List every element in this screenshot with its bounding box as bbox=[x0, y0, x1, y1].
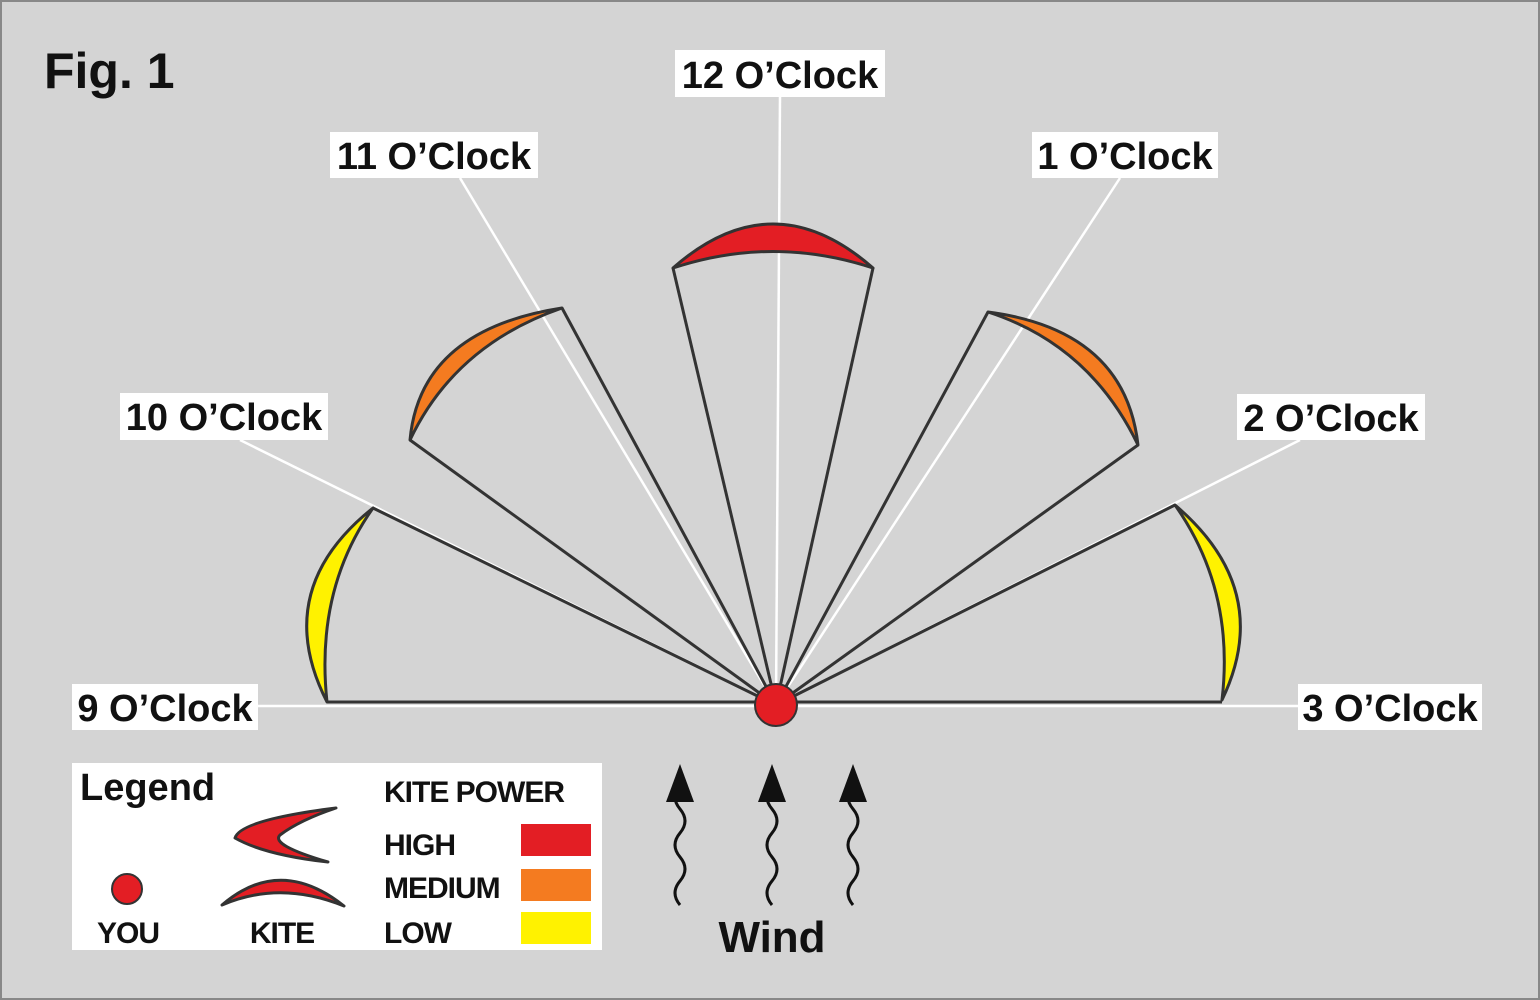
kite-1-oclock bbox=[986, 310, 1140, 447]
legend-power-title: KITE POWER bbox=[384, 776, 565, 809]
svg-text:3 O’Clock: 3 O’Clock bbox=[1302, 688, 1478, 730]
svg-text:1 O’Clock: 1 O’Clock bbox=[1037, 136, 1213, 178]
wind-arrow-icon bbox=[846, 775, 860, 906]
label-11-oclock: 11 O’Clock bbox=[330, 132, 538, 178]
legend-kite-front-icon bbox=[220, 878, 346, 908]
legend-you-icon bbox=[111, 873, 143, 905]
legend: Legend YOU KITE KITE POWER HIGH MEDIUM L… bbox=[72, 763, 602, 950]
kite-12-oclock bbox=[671, 222, 875, 270]
wind-label: Wind bbox=[718, 913, 825, 962]
legend-low-label: LOW bbox=[384, 917, 453, 950]
legend-low-swatch bbox=[521, 912, 591, 944]
legend-title: Legend bbox=[80, 767, 215, 809]
kite-lines bbox=[327, 267, 1222, 707]
legend-you-label: YOU bbox=[97, 917, 159, 950]
legend-high-swatch bbox=[521, 824, 591, 856]
kite-9-oclock bbox=[305, 506, 375, 704]
legend-medium-swatch bbox=[521, 869, 591, 901]
svg-text:12 O’Clock: 12 O’Clock bbox=[682, 55, 879, 97]
wind-arrows bbox=[666, 764, 867, 906]
label-9-oclock: 9 O’Clock bbox=[72, 684, 258, 730]
svg-text:9 O’Clock: 9 O’Clock bbox=[77, 688, 253, 730]
you-marker bbox=[754, 683, 798, 727]
svg-text:11 O’Clock: 11 O’Clock bbox=[337, 136, 532, 178]
wind-arrow-icon bbox=[673, 775, 687, 906]
wind-arrow-icon bbox=[765, 775, 779, 906]
svg-text:2 O’Clock: 2 O’Clock bbox=[1243, 398, 1419, 440]
legend-kite-label: KITE bbox=[250, 917, 314, 950]
legend-kite-side-icon bbox=[233, 806, 338, 864]
label-10-oclock: 10 O’Clock bbox=[120, 393, 328, 440]
label-2-oclock: 2 O’Clock bbox=[1237, 394, 1425, 440]
kite-10-oclock bbox=[408, 306, 564, 442]
kite-2-oclock bbox=[1173, 503, 1242, 702]
label-1-oclock: 1 O’Clock bbox=[1032, 132, 1218, 178]
label-3-oclock: 3 O’Clock bbox=[1298, 684, 1482, 730]
legend-high-label: HIGH bbox=[384, 829, 455, 862]
svg-text:10 O’Clock: 10 O’Clock bbox=[126, 397, 323, 439]
figure-title: Fig. 1 bbox=[44, 43, 175, 99]
legend-medium-label: MEDIUM bbox=[384, 872, 500, 905]
label-12-oclock: 12 O’Clock bbox=[675, 50, 885, 97]
